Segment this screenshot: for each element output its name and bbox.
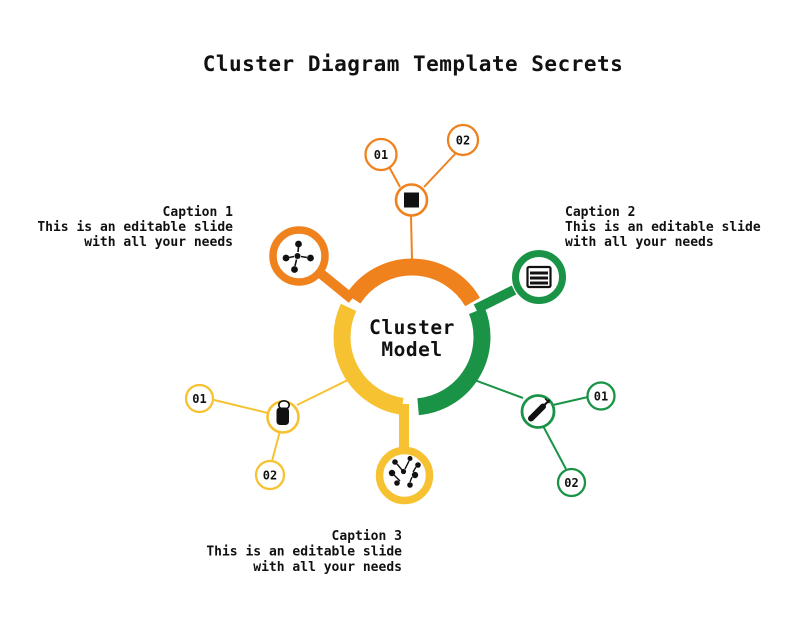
- hub-yellow: [266, 399, 300, 434]
- node-orange-01-label: 01: [374, 148, 388, 162]
- connector-hub-to-node2-green: [541, 423, 567, 470]
- node-yellow-01-label: 01: [192, 392, 206, 406]
- caption-2-line2: with all your needs: [565, 235, 714, 250]
- node-orange-02: [446, 123, 480, 157]
- cluster-dots-icon: [282, 240, 314, 273]
- numbered-nodes: 01 02 01 02 01 02: [184, 123, 616, 498]
- connector-ring-to-hub-yellow: [296, 376, 355, 406]
- black-square-icon: [404, 192, 419, 208]
- node-yellow-01: [184, 383, 215, 414]
- node-green-02: [556, 467, 587, 498]
- connector-hub-to-node2-orange: [423, 152, 457, 188]
- caption-2-heading: Caption 2: [565, 205, 635, 220]
- caption-3-line2: with all your needs: [253, 560, 402, 575]
- hub-green: [520, 394, 556, 429]
- caption-1-line1: This is an editable slide: [37, 220, 233, 235]
- center-label-line2: Model: [381, 338, 442, 361]
- connector-hub-to-node1-green: [552, 396, 589, 406]
- node-orange-02-label: 02: [456, 134, 470, 148]
- list-table-icon: [526, 265, 552, 289]
- stub-green-circle: [473, 285, 517, 314]
- thin-connectors: [213, 152, 589, 470]
- node-yellow-02: [254, 459, 286, 491]
- caption-1-line2: with all your needs: [84, 235, 233, 250]
- ring-circle-cluster-dots: [269, 226, 329, 286]
- marker-icon: [276, 399, 290, 425]
- connector-hub-to-node2-yellow: [271, 430, 281, 462]
- node-yellow-02-label: 02: [263, 469, 277, 483]
- caption-3: Caption 3 This is an editable slide with…: [206, 529, 402, 575]
- ring-arc-orange: [346, 258, 480, 307]
- scatter-circle: [375, 446, 434, 505]
- connector-hub-to-ring-orange: [410, 215, 413, 261]
- ring-circle-scatter: [375, 446, 434, 505]
- scatter-dots-icon: [388, 456, 421, 488]
- caption-2: Caption 2 This is an editable slide with…: [565, 205, 761, 250]
- caption-3-heading: Caption 3: [332, 529, 402, 544]
- caption-1-heading: Caption 1: [163, 205, 234, 220]
- node-orange-01: [364, 137, 398, 172]
- page-title: Cluster Diagram Template Secrets: [203, 52, 624, 76]
- connector-hub-to-node1-yellow: [213, 399, 269, 414]
- ring-circle-list: [512, 250, 566, 304]
- ring-arc-yellow: [333, 303, 404, 415]
- hub-orange: [394, 183, 429, 217]
- ring-arc-green: [417, 307, 491, 416]
- caption-3-line1: This is an editable slide: [206, 545, 402, 560]
- node-green-01: [586, 381, 616, 411]
- caption-1: Caption 1 This is an editable slide with…: [37, 205, 233, 250]
- center-label-line1: Cluster: [369, 316, 455, 339]
- connector-ring-to-hub-green: [468, 377, 524, 399]
- node-green-01-label: 01: [594, 390, 608, 404]
- node-green-02-label: 02: [564, 476, 578, 490]
- caption-2-line1: This is an editable slide: [565, 220, 761, 235]
- center-ring: [333, 258, 491, 416]
- pen-icon: [528, 398, 551, 422]
